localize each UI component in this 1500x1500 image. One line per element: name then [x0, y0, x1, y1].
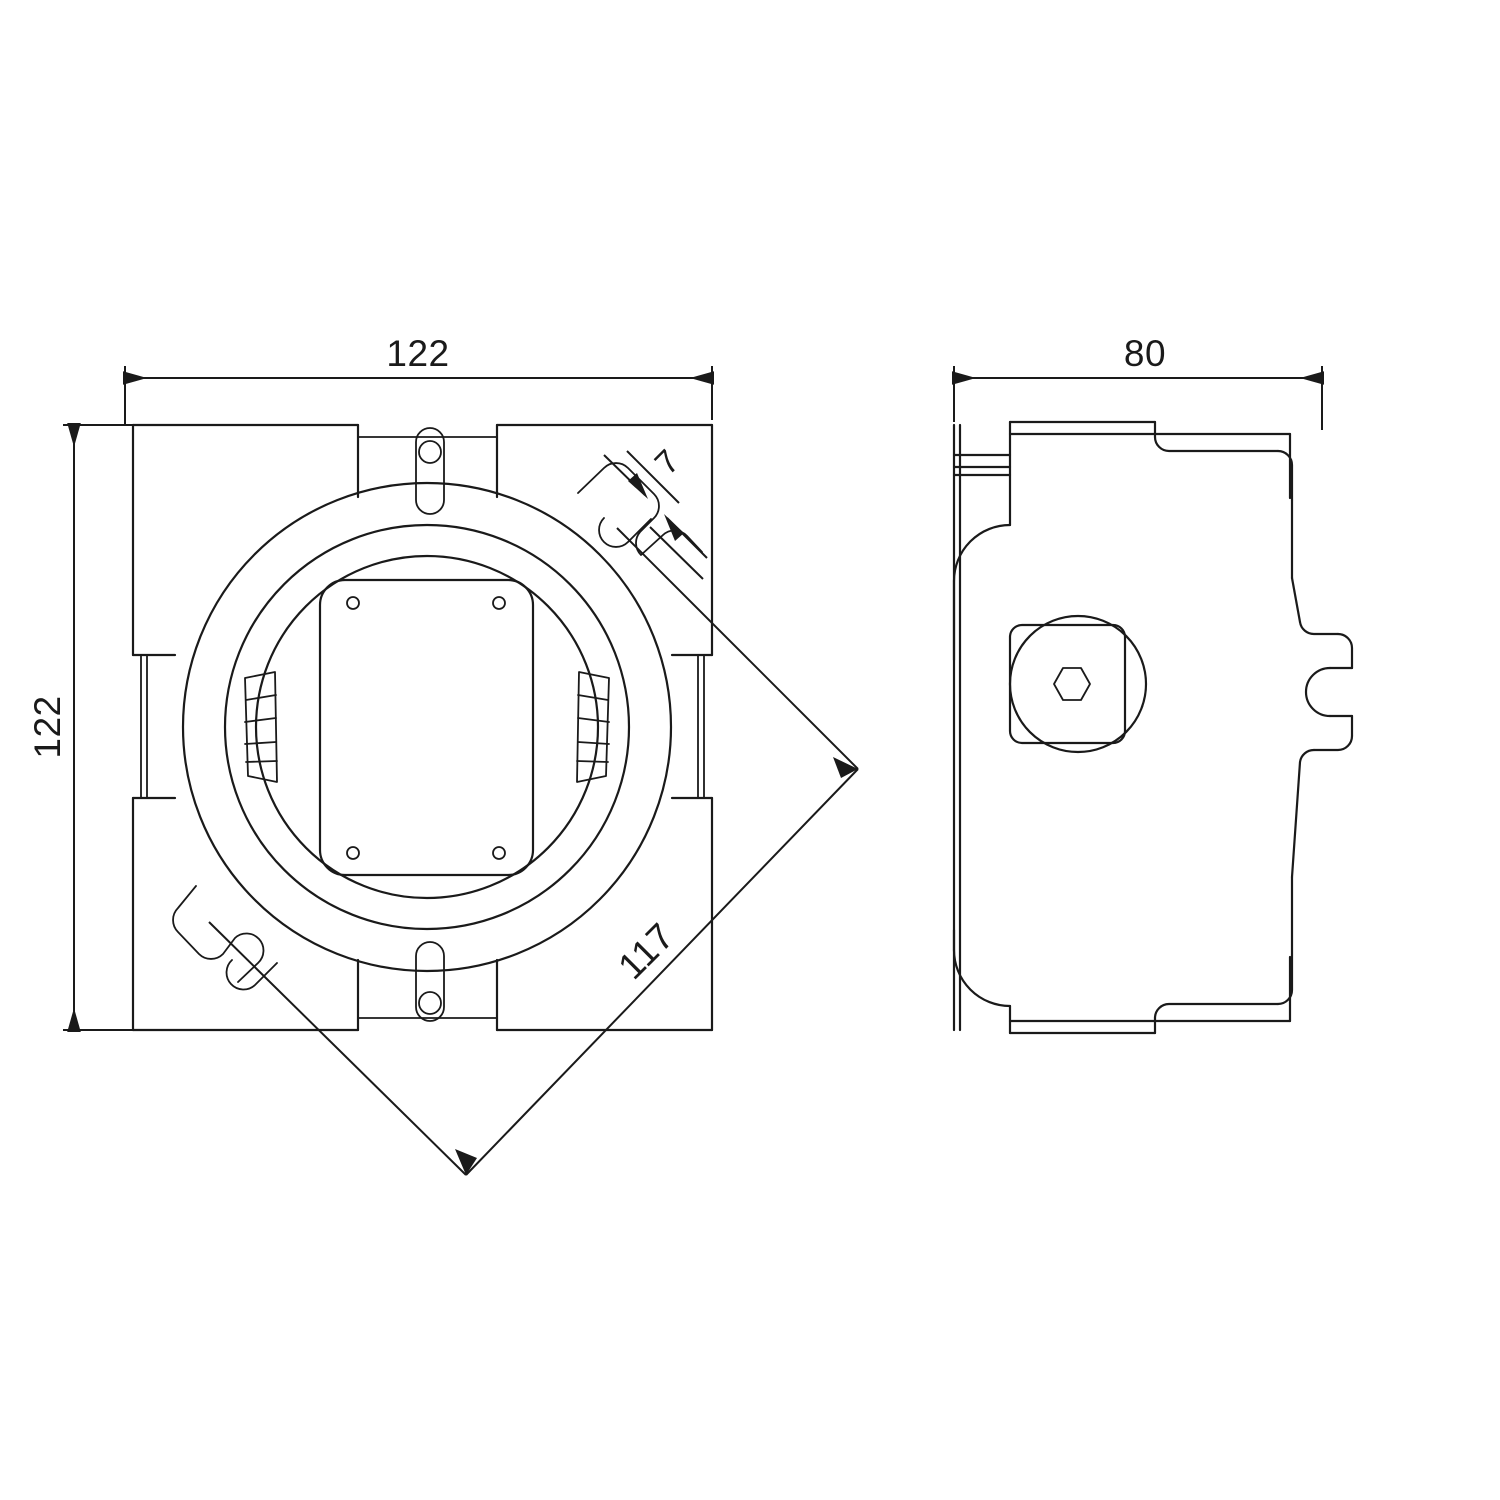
upper-right-hook-bracket — [577, 462, 703, 556]
outer-square-body — [131, 423, 714, 1032]
side-view — [952, 420, 1354, 1035]
hex-socket-boss — [1008, 614, 1148, 754]
dim-diagonal-117-label: 117 — [610, 915, 682, 987]
cover-plate — [318, 578, 535, 877]
dim-width-122-label: 122 — [386, 333, 449, 374]
dim-height-122-label: 122 — [27, 695, 68, 758]
dim-height-122: 122 — [27, 423, 133, 1032]
dim-depth-80-label: 80 — [1124, 333, 1166, 374]
lower-left-hook-bracket — [172, 885, 278, 991]
right-hook-bracket — [1290, 576, 1354, 879]
left-flange-plate — [952, 423, 1012, 1032]
right-knurl-grip — [576, 671, 610, 783]
right-side-lug — [670, 653, 714, 800]
outer-ring — [181, 481, 673, 973]
left-knurl-grip — [244, 671, 278, 783]
dim-depth-80: 80 — [952, 333, 1324, 430]
body-outline — [952, 420, 1294, 1035]
top-mounting-tab — [356, 423, 499, 515]
bottom-mounting-tab — [356, 941, 499, 1032]
front-view — [131, 423, 714, 1032]
dim-detail-7-label: 7 — [647, 442, 686, 481]
inner-ring — [254, 554, 600, 900]
outer-ring-inner-edge — [223, 523, 631, 931]
dim-width-122: 122 — [123, 333, 714, 425]
left-side-lug — [131, 653, 177, 800]
